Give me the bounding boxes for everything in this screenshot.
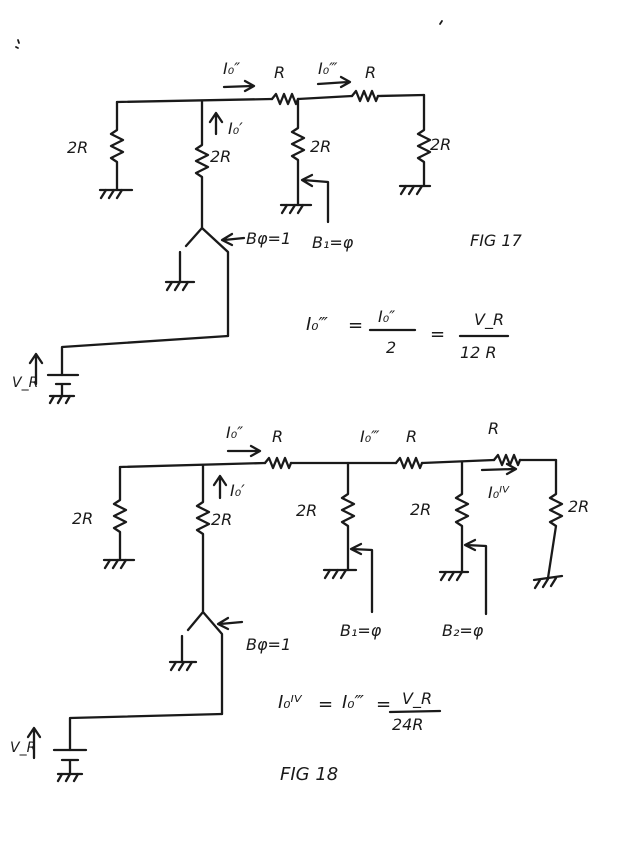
fig17-label-2r-2: 2R [210, 147, 231, 166]
fig17-label-vr: V_R [12, 375, 38, 391]
figure-17: I₀″ R I₀‴ R I₀′ 2R 2R 2R 2R Bφ=1 B₁=φ V_… [12, 59, 523, 405]
fig18-eq-sign-1: = [318, 694, 333, 715]
fig18-label-r1: R [272, 427, 283, 446]
fig18-current-arrow-i0pp [226, 444, 262, 458]
fig17-eq-sign-1: = [348, 315, 363, 336]
fig17-source-battery [46, 373, 80, 405]
fig18-source-arrow [26, 726, 42, 760]
stray-mark [439, 20, 443, 25]
fig18-series-resistor-2 [394, 456, 424, 470]
fig18-caption: FIG 18 [280, 764, 338, 785]
fig18-eq-lhs: I₀ᴵⱽ [278, 692, 303, 713]
fig17-top-rail-mid [296, 94, 354, 101]
fig17-branch-resistor [194, 99, 210, 230]
fig17-eq-frac1-den: 2 [386, 338, 396, 357]
fig17-current-arrow-i0pp [222, 79, 256, 93]
fig18-label-2r-3: 2R [296, 501, 317, 520]
fig18-label-b1: B₁=φ [340, 621, 382, 640]
fig17-shunt-resistor-2 [290, 97, 306, 207]
fig17-top-rail-left [115, 97, 274, 104]
fig17-series-resistor-1 [270, 92, 300, 106]
fig18-ground-2 [322, 568, 358, 580]
fig18-ground-5 [168, 660, 198, 672]
fig17-shunt-resistor-1 [109, 100, 125, 192]
fig18-label-i0pp: I₀″ [226, 423, 243, 442]
fig17-label-i0p: I₀′ [228, 119, 243, 138]
fig18-label-r2: R [406, 427, 417, 446]
fig18-source-wire [68, 712, 224, 752]
fig17-ground-3 [398, 184, 432, 196]
fig18-eq-sign-2: = [376, 694, 391, 715]
fig18-shunt-resistor-3 [454, 460, 470, 574]
fig18-switch-b0-arrow [216, 616, 244, 631]
fig17-eq-sign-2: = [430, 324, 445, 345]
fig17-eq-frac2-num: V_R [474, 310, 504, 330]
fig18-source-battery [52, 748, 88, 783]
fig17-switch-b0 [178, 226, 230, 338]
fig18-ground-1 [102, 558, 136, 570]
fig17-label-b0: Bφ=1 [246, 229, 291, 248]
fig17-source-wire [60, 334, 230, 377]
fig18-eq-fraction-bar [388, 709, 442, 714]
fig18-branch-resistor [195, 463, 211, 614]
fig17-eq-frac2-den: 12 R [460, 343, 497, 362]
fig18-shunt-resistor-1 [112, 465, 128, 562]
fig18-label-2r-2: 2R [211, 510, 232, 529]
fig17-ground-1 [98, 188, 134, 200]
fig17-label-b1: B₁=φ [312, 233, 354, 252]
fig17-label-2r-3: 2R [310, 137, 331, 156]
fig18-ground-3 [438, 570, 470, 582]
fig17-label-2r-1: 2R [67, 138, 88, 157]
fig18-label-i0p: I₀′ [230, 481, 245, 500]
fig17-caption: FIG 17 [470, 231, 523, 250]
fig18-label-r3: R [488, 419, 499, 438]
fig17-label-r1: R [274, 63, 285, 82]
fig17-source-arrow [28, 352, 44, 386]
fig18-label-b2: B₂=φ [442, 621, 484, 640]
fig18-label-vr: V_R [10, 740, 36, 756]
fig18-label-i0ppp: I₀‴ [360, 427, 380, 446]
stray-mark [15, 39, 20, 49]
fig18-eq-mid: I₀‴ [342, 692, 365, 713]
fig17-label-r2: R [365, 63, 376, 82]
figure-18: I₀″ R I₀‴ R R I₀ᴵⱽ I₀′ 2R 2R 2R 2R 2R Bφ… [10, 419, 589, 785]
fig18-ground-4 [532, 574, 564, 590]
fig17-top-rail-right [376, 93, 426, 98]
fig17-eq-frac1-num: I₀″ [378, 307, 395, 326]
fig18-label-2r-1: 2R [72, 509, 93, 528]
fig18-switch-b0 [180, 610, 224, 716]
fig18-eq-frac-num: V_R [402, 689, 432, 709]
fig18-shunt-resistor-4 [546, 458, 564, 580]
fig18-series-resistor-1 [263, 456, 293, 470]
fig17-label-i0pp: I₀″ [223, 59, 240, 78]
fig17-label-i0ppp: I₀‴ [318, 59, 338, 78]
fig17-shunt-resistor-3 [416, 93, 432, 188]
fig18-label-2r-4: 2R [410, 500, 431, 519]
fig17-ground-4 [164, 280, 196, 292]
fig18-current-arrow-i0p [212, 474, 228, 500]
fig18-switch-b2-wire [463, 538, 488, 616]
fig18-series-resistor-3 [492, 453, 522, 467]
fig18-eq-frac-den: 24R [392, 715, 423, 734]
fig18-label-i0iv: I₀ᴵⱽ [488, 483, 510, 502]
fig17-label-2r-4: 2R [430, 135, 451, 154]
fig17-eq-lhs: I₀‴ [306, 314, 329, 335]
fig17-ground-2 [279, 203, 313, 215]
fig17-current-arrow-i0ppp [316, 75, 352, 89]
fig18-switch-b1-wire [349, 542, 374, 614]
fig18-label-b0: Bφ=1 [246, 635, 291, 654]
fig18-label-2r-5: 2R [568, 497, 589, 516]
fig18-top-rail-left [118, 461, 267, 469]
fig18-current-arrow-i0iv [480, 462, 518, 476]
fig18-top-rail-mid-2 [420, 458, 496, 465]
fig17-current-arrow-i0p [208, 111, 224, 136]
fig18-shunt-resistor-2 [340, 461, 356, 572]
fig17-switch-b0-arrow [220, 232, 246, 247]
fig17-switch-b1-wire [300, 173, 330, 224]
fig17-series-resistor-2 [350, 89, 380, 103]
